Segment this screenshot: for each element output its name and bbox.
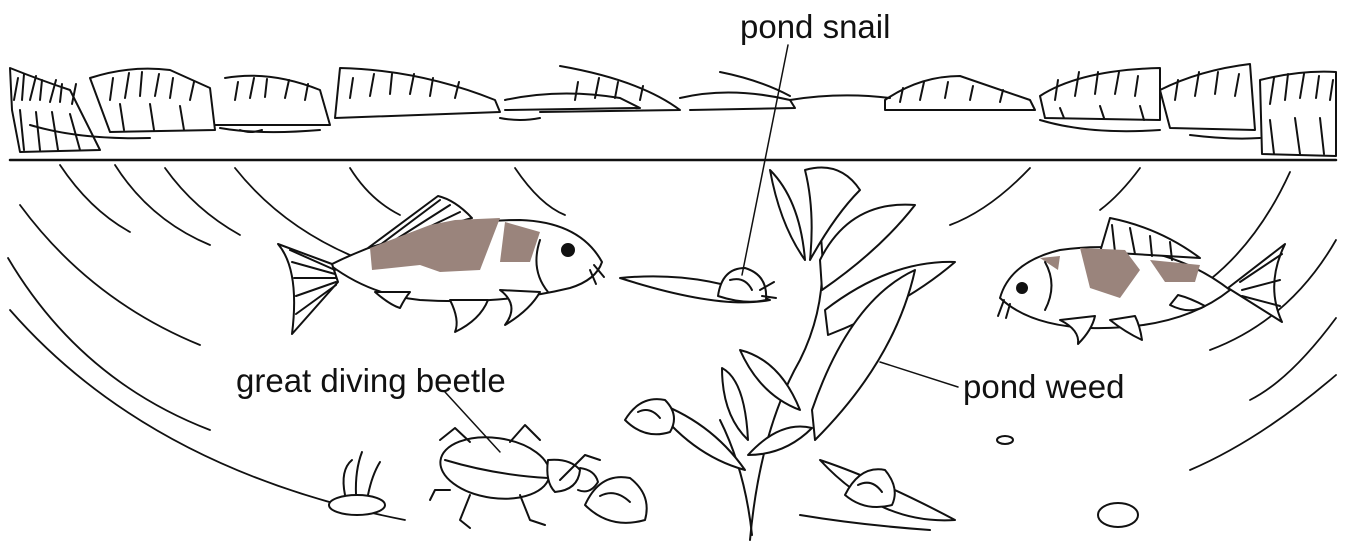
pond-weed	[620, 168, 955, 541]
pond-weed-label: pond weed	[963, 370, 1124, 403]
pond-depth-lines	[8, 165, 1336, 520]
great-diving-beetle	[430, 425, 600, 528]
fish-left	[278, 196, 604, 334]
great-diving-beetle-label: great diving beetle	[236, 364, 506, 397]
pond-snail-label: pond snail	[740, 10, 890, 43]
fish-right	[998, 218, 1285, 344]
reed-bank	[10, 64, 1336, 156]
